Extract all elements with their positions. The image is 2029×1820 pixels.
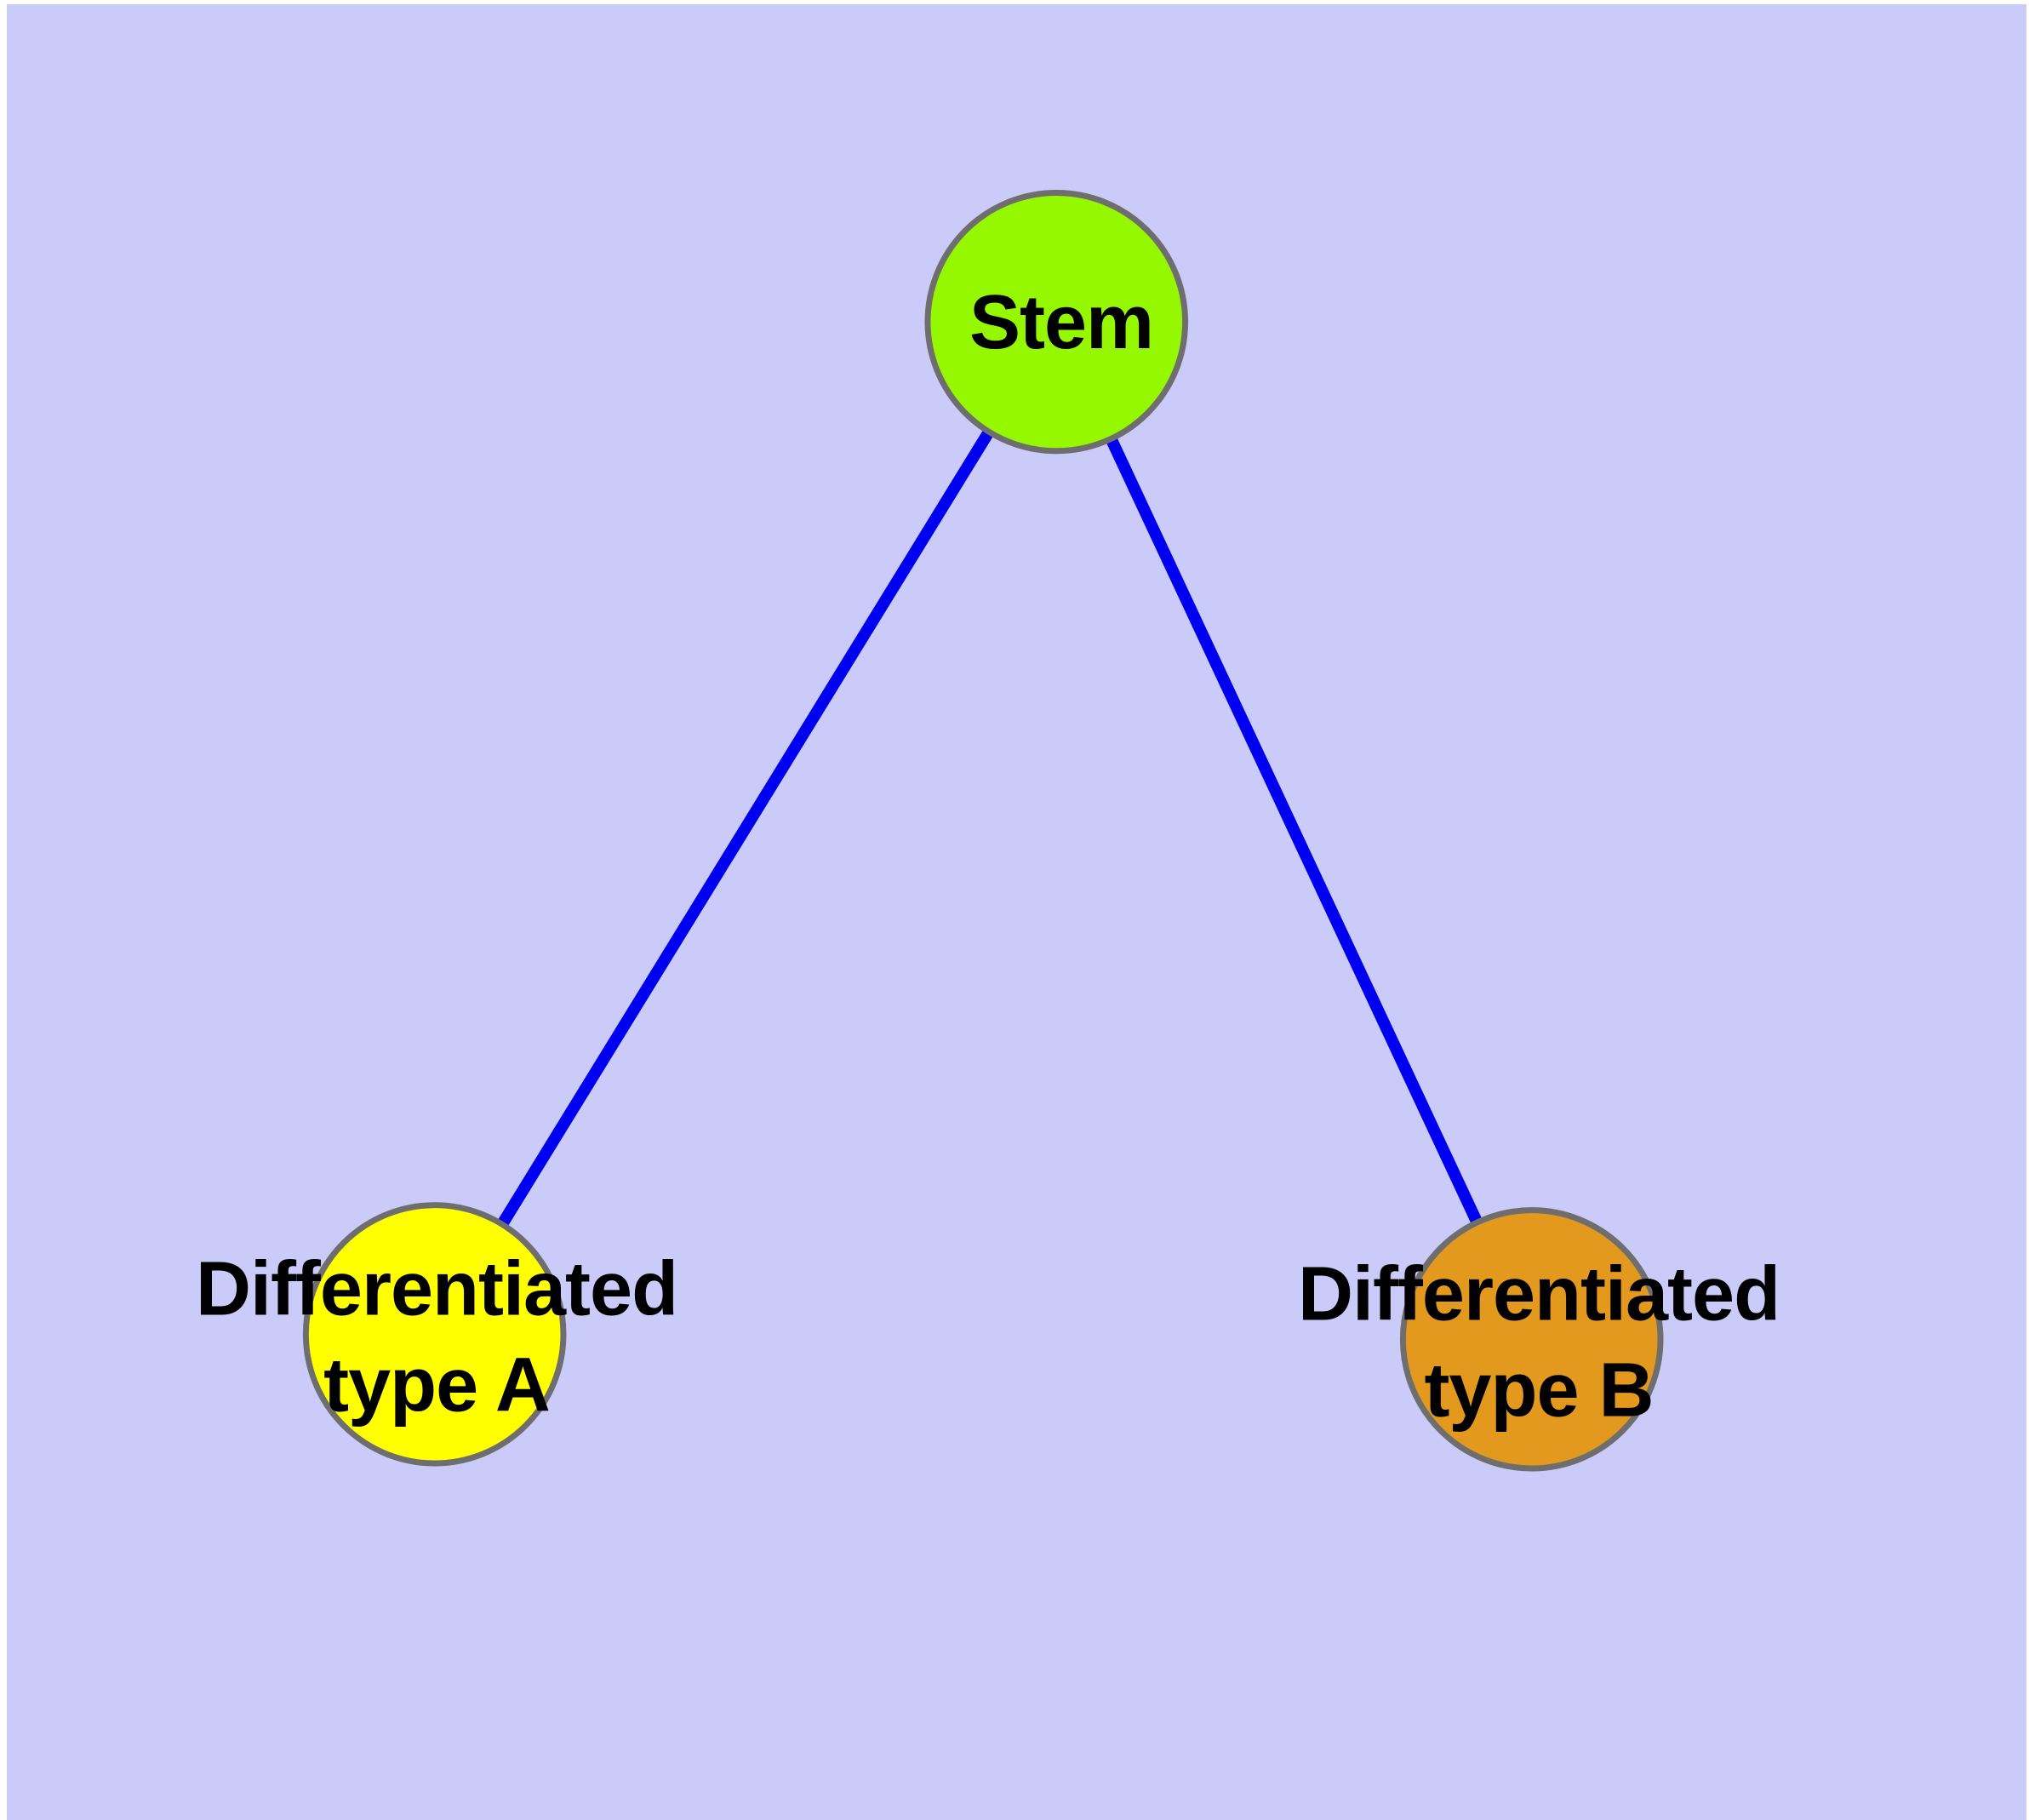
node-diff-a-label: Differentiated type A <box>195 1246 678 1428</box>
node-diff-a-circle <box>302 1202 567 1467</box>
node-diff-b-label: Differentiated type B <box>1297 1251 1780 1434</box>
node-stem-circle <box>924 189 1189 455</box>
edge-stem-diff-b <box>1050 319 1538 1342</box>
edges-layer <box>429 318 1538 1342</box>
nodes-layer <box>302 189 1664 1472</box>
node-diff-b-circle <box>1399 1207 1664 1472</box>
edge-stem-diff-a <box>429 318 1062 1337</box>
node-stem-label: Stem <box>969 279 1154 365</box>
graph-svg <box>302 189 1664 1472</box>
